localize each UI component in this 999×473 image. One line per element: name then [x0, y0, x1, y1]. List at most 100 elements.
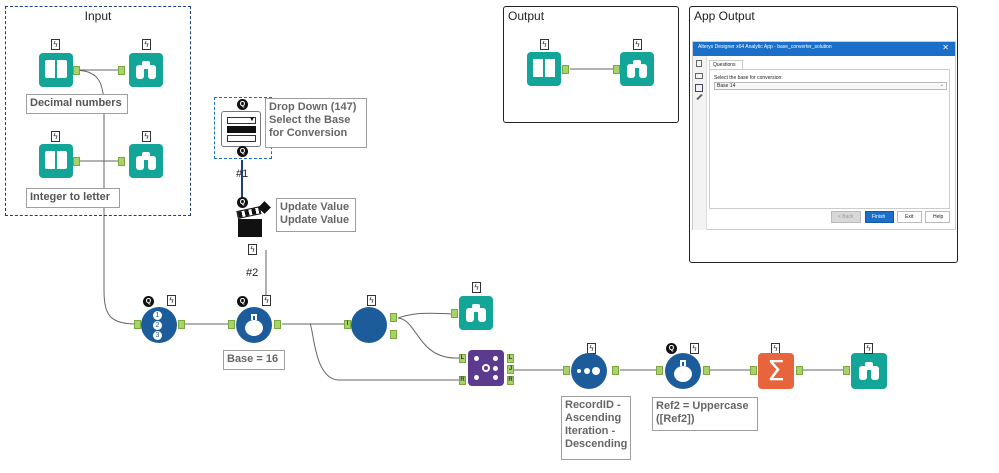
run-badge: ϟ	[690, 343, 699, 354]
browse-icon	[627, 60, 647, 78]
new-icon[interactable]	[696, 60, 702, 67]
dropdown-tool[interactable]: ▼	[221, 111, 261, 147]
save-icon[interactable]	[695, 84, 703, 92]
finish-button[interactable]: Finish	[865, 211, 894, 223]
output-anchor[interactable]	[73, 66, 80, 75]
formula-icon	[245, 314, 263, 336]
output-anchor[interactable]	[612, 366, 619, 375]
run-badge: ϟ	[167, 295, 176, 306]
join-output-join[interactable]: J	[507, 365, 514, 374]
run-badge: ϟ	[367, 295, 376, 306]
input-anchor[interactable]	[118, 66, 125, 75]
input-anchor[interactable]	[843, 366, 850, 375]
base-select[interactable]: Base 14 ⌄	[714, 82, 947, 90]
formula-tool[interactable]	[236, 307, 272, 343]
input-container[interactable]: Input	[5, 6, 191, 216]
app-output-container[interactable]: App Output	[689, 6, 958, 263]
sort-icon	[577, 367, 601, 375]
help-button[interactable]: Help	[925, 211, 950, 223]
browse-tool[interactable]	[620, 52, 654, 86]
input-anchor[interactable]	[750, 366, 757, 375]
input-data-tool[interactable]	[39, 144, 73, 178]
join-output-right[interactable]: R	[507, 376, 514, 385]
integer-to-letter-label: Integer to letter	[26, 188, 120, 208]
summarize-tool[interactable]: Σ	[758, 353, 794, 389]
chevron-down-icon: ⌄	[939, 82, 944, 88]
filter-icon	[351, 307, 387, 343]
close-icon[interactable]: ✕	[942, 43, 949, 52]
decimal-numbers-label: Decimal numbers	[26, 94, 128, 114]
back-button-label: < Back	[838, 214, 854, 220]
action-icon	[236, 201, 271, 237]
tab-questions[interactable]: Questions	[709, 60, 743, 70]
input-anchor[interactable]	[656, 366, 663, 375]
output-anchor[interactable]	[796, 366, 803, 375]
browse-tool[interactable]	[459, 296, 493, 330]
app-window: Alteryx Designer x64 Analytic App - base…	[692, 41, 956, 230]
browse-icon	[859, 362, 879, 380]
questions-panel: Select the base for conversion: Base 14 …	[709, 69, 950, 209]
input-anchor[interactable]	[118, 157, 125, 166]
sort-tool[interactable]	[571, 353, 607, 389]
browse-icon	[136, 61, 156, 79]
formula-icon	[674, 360, 692, 382]
output-anchor[interactable]	[178, 320, 185, 329]
input-anchor[interactable]	[563, 366, 570, 375]
connection-label-2: #2	[246, 267, 259, 279]
output-anchor[interactable]	[73, 157, 80, 166]
browse-tool[interactable]	[129, 144, 163, 178]
output-anchor[interactable]	[562, 65, 569, 74]
input-anchor[interactable]	[134, 320, 141, 329]
run-badge: ϟ	[142, 39, 151, 50]
input-data-tool[interactable]	[527, 52, 561, 86]
run-badge: ϟ	[864, 343, 873, 354]
exit-button[interactable]: Exit	[897, 211, 922, 223]
output-anchor[interactable]	[703, 366, 710, 375]
record-id-icon: 1 2 3	[153, 311, 165, 340]
app-window-sidebar	[693, 56, 707, 230]
question-label: Select the base for conversion:	[714, 75, 783, 81]
input-container-title: Input	[84, 9, 112, 23]
q-badge: Q	[237, 296, 248, 307]
input-data-icon	[45, 151, 67, 171]
run-badge: ϟ	[51, 131, 60, 142]
dropdown-label: Drop Down (147) Select the Base for Conv…	[265, 98, 367, 148]
output-anchor[interactable]	[390, 330, 397, 339]
output-anchor[interactable]	[274, 320, 281, 329]
wire-filter-join-l	[397, 317, 460, 359]
base-select-value: Base 14	[717, 83, 736, 89]
formula-label: Base = 16	[223, 350, 285, 370]
run-badge: ϟ	[472, 282, 481, 293]
folder-icon[interactable]	[695, 73, 703, 79]
finish-button-label: Finish	[872, 214, 886, 220]
browse-tool[interactable]	[851, 353, 887, 389]
wand-icon[interactable]	[696, 93, 703, 101]
run-badge: ϟ	[142, 131, 151, 142]
input-anchor[interactable]	[451, 309, 458, 318]
dropdown-interface-icon: ▼	[227, 117, 256, 143]
q-badge: Q	[237, 99, 248, 110]
formula-tool[interactable]	[665, 353, 701, 389]
output-container-title: Output	[508, 9, 545, 23]
back-button[interactable]: < Back	[831, 211, 861, 223]
join-output-left[interactable]: L	[507, 354, 514, 363]
record-id-tool[interactable]: 1 2 3	[141, 307, 177, 343]
filter-tool[interactable]	[351, 307, 387, 343]
input-anchor[interactable]	[613, 65, 620, 74]
join-tool[interactable]	[468, 350, 504, 386]
input-data-icon	[45, 60, 67, 80]
run-badge: ϟ	[633, 39, 642, 50]
help-button-label: Help	[933, 214, 944, 220]
action-tool[interactable]	[236, 201, 271, 237]
output-container[interactable]: Output	[503, 6, 679, 123]
browse-tool[interactable]	[129, 53, 163, 87]
run-badge: ϟ	[262, 295, 271, 306]
browse-icon	[136, 152, 156, 170]
join-input-right[interactable]: R	[459, 376, 466, 385]
input-anchor[interactable]	[228, 320, 235, 329]
input-anchor[interactable]: I	[344, 320, 351, 329]
input-data-tool[interactable]	[39, 53, 73, 87]
join-input-left[interactable]: L	[459, 354, 466, 363]
output-anchor[interactable]	[390, 313, 397, 322]
uppercase-label: Ref2 = Uppercase ([Ref2])	[652, 397, 758, 431]
